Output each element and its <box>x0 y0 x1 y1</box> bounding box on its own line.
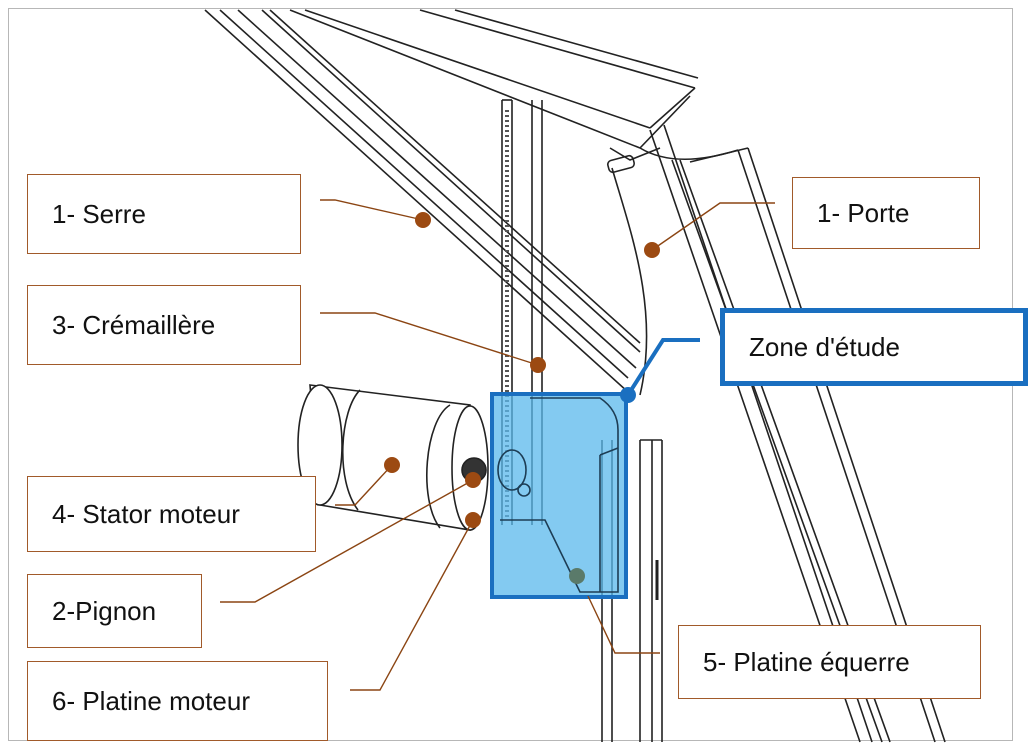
label-pignon: 2-Pignon <box>27 574 202 648</box>
dot-stator <box>384 457 400 473</box>
label-serre: 1- Serre <box>27 174 301 254</box>
leader-serre <box>320 199 424 221</box>
dot-platine-equerre <box>569 568 585 584</box>
label-stator-moteur: 4- Stator moteur <box>27 476 316 552</box>
study-zone-highlight <box>490 392 628 599</box>
greenhouse-roof-beam <box>204 9 641 393</box>
leader-zone <box>626 338 700 397</box>
label-platine-moteur: 6- Platine moteur <box>27 661 328 741</box>
label-cremaillere: 3- Crémaillère <box>27 285 301 365</box>
marker-dots <box>384 212 660 528</box>
label-porte: 1- Porte <box>792 177 980 249</box>
dot-serre <box>415 212 431 228</box>
leader-lines <box>220 199 775 691</box>
dot-platine-moteur <box>465 512 481 528</box>
leader-platine-moteur <box>350 519 474 691</box>
leader-pignon <box>220 479 474 603</box>
dot-porte <box>644 242 660 258</box>
dot-pignon <box>465 472 481 488</box>
leader-porte <box>651 202 775 251</box>
label-zone-etude: Zone d'étude <box>720 308 1028 386</box>
bracket-plate <box>497 397 619 593</box>
dot-cremaillere <box>530 357 546 373</box>
leader-cremaillere <box>320 312 539 366</box>
label-platine-equerre: 5- Platine équerre <box>678 625 981 699</box>
dot-zone <box>620 387 636 403</box>
ridge-profile <box>289 9 699 174</box>
leader-platine-equerre <box>587 595 660 654</box>
leader-stator <box>335 464 393 506</box>
